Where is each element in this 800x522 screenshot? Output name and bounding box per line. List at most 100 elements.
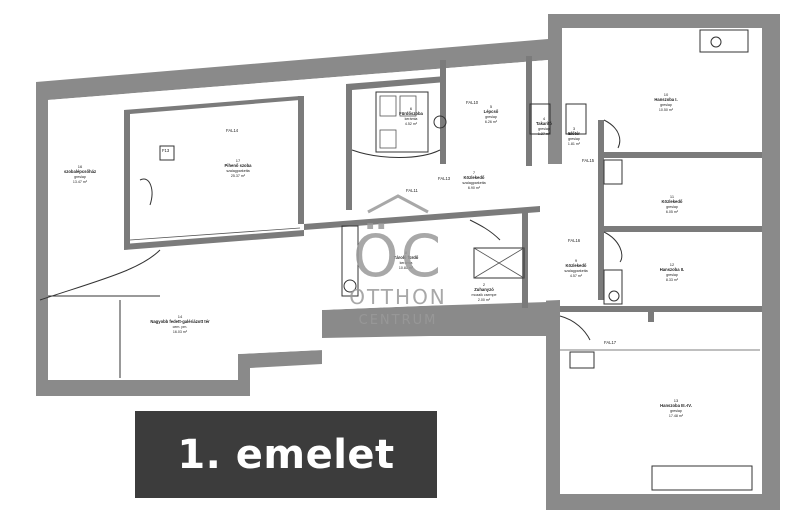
svg-text:4.52 m²: 4.52 m² (405, 122, 418, 126)
wall-storage-left (526, 56, 532, 166)
watermark-line1: OTTHON (349, 285, 447, 309)
wall-living-room (124, 96, 300, 248)
svg-text:3: 3 (573, 126, 576, 131)
wall-tags: FAL14 FAL10 FAL13 FAL11 FAL15 FAL16 FAL1… (162, 100, 617, 345)
watermark-line2: CENTRUM (359, 313, 438, 328)
room-label: 11 Közlekedő greslap 6.05 m² (662, 194, 683, 214)
svg-text:Előtér: Előtér (568, 131, 580, 136)
outer-wall-right (762, 14, 780, 510)
room-label: 7 Közlekedő szalagparketta 6.90 m² (462, 170, 485, 190)
room-label: 3 Előtér greslap 1.81 m² (568, 126, 581, 146)
svg-text:17.48 m²: 17.48 m² (669, 414, 684, 418)
svg-text:Takarító: Takarító (536, 121, 552, 126)
svg-text:6.26 m²: 6.26 m² (485, 120, 498, 124)
svg-text:szalagparketta: szalagparketta (462, 181, 485, 185)
room-label: 9 Közlekedő szalagparketta 4.57 m² (564, 258, 587, 278)
wall-tag: FAL13 (438, 176, 451, 181)
wall-bath-top (346, 76, 446, 90)
room-label: 14 Nagyobb fedett-galériázott tér cem. p… (150, 314, 210, 334)
outer-wall-top-right (548, 14, 780, 28)
svg-text:6.90 m²: 6.90 m² (468, 186, 481, 190)
svg-text:16.03 m²: 16.03 m² (173, 330, 188, 334)
wall-room12-bottom (560, 306, 762, 312)
svg-text:greslap: greslap (538, 127, 550, 131)
room-label: 8 Tároló fürdő kerámia 10.81 m² (394, 250, 419, 270)
svg-text:1.27 m²: 1.27 m² (538, 132, 551, 136)
svg-text:Közlekedő: Közlekedő (662, 199, 683, 204)
svg-text:14: 14 (178, 314, 183, 319)
svg-text:13: 13 (674, 398, 679, 403)
wall-tag: FAL15 (582, 158, 595, 163)
svg-text:9: 9 (575, 258, 578, 263)
svg-text:szalagparketta: szalagparketta (226, 169, 249, 173)
svg-text:greslap: greslap (568, 137, 580, 141)
svg-text:Közlekedő: Közlekedő (464, 175, 485, 180)
roof-icon (367, 194, 429, 214)
otthon-centrum-watermark: ÖC OTTHON CENTRUM (349, 194, 447, 328)
room-label: 2 Zuhanyzó mozaik csempe 2.00 m² (472, 282, 497, 302)
wall-tag: FAL14 (226, 128, 239, 133)
room-label: 4 Takarító greslap 1.27 m² (536, 116, 552, 136)
svg-text:6: 6 (410, 106, 413, 111)
svg-text:7: 7 (473, 170, 476, 175)
svg-text:13.47 m²: 13.47 m² (73, 180, 88, 184)
wall-living-room-bottom (124, 230, 304, 250)
svg-text:10.50 m²: 10.50 m² (659, 108, 674, 112)
svg-text:szalagparketta: szalagparketta (564, 269, 587, 273)
svg-text:1.81 m²: 1.81 m² (568, 142, 581, 146)
door-tag: F13 (162, 148, 170, 153)
svg-text:2: 2 (483, 282, 486, 287)
svg-text:12: 12 (670, 262, 675, 267)
wall-living-room-right (298, 96, 304, 224)
svg-text:kerámia: kerámia (400, 261, 413, 265)
svg-text:17: 17 (236, 158, 241, 163)
svg-text:6.05 m²: 6.05 m² (666, 210, 679, 214)
wall-corridor-top (346, 84, 352, 210)
svg-text:greslap: greslap (74, 175, 86, 179)
svg-text:greslap: greslap (670, 409, 682, 413)
wall-shower-right (522, 212, 528, 308)
svg-text:greslap: greslap (666, 273, 678, 277)
outer-wall-bottom-left (36, 296, 548, 396)
svg-text:Hanszoba I.: Hanszoba I. (654, 97, 677, 102)
room-label: 6 Fürdőszoba kerámia 4.52 m² (399, 106, 423, 126)
svg-text:16: 16 (78, 164, 83, 169)
svg-text:4.57 m²: 4.57 m² (570, 274, 583, 278)
floor-label-banner: 1. emelet (135, 411, 437, 498)
svg-text:11: 11 (670, 194, 675, 199)
room-label: 16 szobalépcsőház greslap 13.47 m² (64, 164, 96, 184)
wall-tag: FAL16 (568, 238, 581, 243)
svg-text:Közlekedő: Közlekedő (566, 263, 587, 268)
svg-text:Pihenő szoba: Pihenő szoba (225, 163, 253, 168)
floor-label: 1. emelet (177, 431, 395, 478)
svg-text:8.33 m²: 8.33 m² (666, 278, 679, 282)
svg-text:Hanszoba III.-IV.: Hanszoba III.-IV. (660, 403, 692, 408)
floor-right-block (562, 28, 762, 494)
svg-text:greslap: greslap (660, 103, 672, 107)
wall-lower-right (648, 308, 654, 322)
svg-text:8: 8 (405, 250, 408, 255)
wall-tag: FAL11 (406, 188, 418, 193)
svg-text:Nagyobb fedett-galériázott tér: Nagyobb fedett-galériázott tér (150, 319, 210, 324)
wall-corridor-mid (304, 206, 540, 230)
outer-wall-bottom-right (546, 494, 780, 510)
wall-tag: FAL10 (466, 100, 479, 105)
svg-text:mozaik csempe: mozaik csempe (472, 293, 497, 297)
svg-text:Fürdőszoba: Fürdőszoba (399, 111, 423, 116)
wall-right-col (598, 120, 604, 300)
svg-text:2.00 m²: 2.00 m² (478, 298, 491, 302)
plan-detail-lines (39, 29, 760, 491)
inner-wall-top-right-left (548, 14, 562, 164)
wall-stair-left (440, 60, 446, 164)
svg-text:Zuhanyzó: Zuhanyzó (474, 287, 494, 292)
room-label: 17 Pihenő szoba szalagparketta 25.37 m² (225, 158, 253, 178)
svg-text:greslap: greslap (666, 205, 678, 209)
svg-text:25.37 m²: 25.37 m² (231, 174, 246, 178)
watermark-monogram: ÖC (353, 222, 443, 290)
room-label: 13 Hanszoba III.-IV. greslap 17.48 m² (660, 398, 692, 418)
svg-text:10.81 m²: 10.81 m² (399, 266, 414, 270)
svg-text:10: 10 (664, 92, 669, 97)
svg-text:5: 5 (490, 104, 493, 109)
svg-text:kerámia: kerámia (405, 117, 418, 121)
